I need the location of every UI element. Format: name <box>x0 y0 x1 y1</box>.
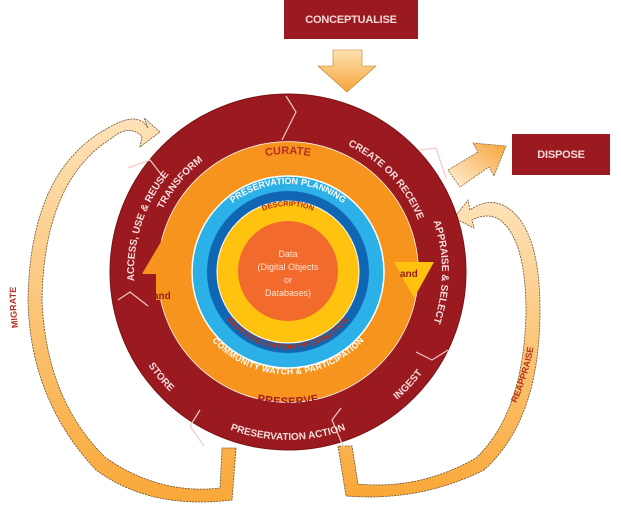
reappraise-loop <box>337 199 541 498</box>
center-line-4: Databases) <box>265 288 311 298</box>
conceptualise-box: CONCEPTUALISE <box>284 0 418 39</box>
migrate-loop <box>27 117 237 503</box>
dispose-box: DISPOSE <box>512 134 610 175</box>
and-arrow-right-head <box>394 262 434 298</box>
conceptualise-label: CONCEPTUALISE <box>305 13 397 26</box>
dispose-label: DISPOSE <box>537 148 585 161</box>
and-left-label: and <box>153 291 171 302</box>
center-line-2: (Digital Objects <box>257 262 319 272</box>
data-center <box>238 221 338 321</box>
segment-dividers <box>117 95 449 449</box>
and-right-label: and <box>400 269 418 280</box>
dispose-arrow <box>447 142 507 188</box>
preserve-arc <box>160 268 416 396</box>
center-line-3: or <box>284 275 292 285</box>
center-line-1: Data <box>278 249 297 259</box>
curate-label: CURATE <box>264 145 312 159</box>
description-label: DESCRIPTION <box>261 199 316 213</box>
migrate-label: MIGRATE <box>8 287 20 329</box>
conceptualise-arrow <box>317 49 377 93</box>
and-arrow-left-head <box>142 240 182 274</box>
